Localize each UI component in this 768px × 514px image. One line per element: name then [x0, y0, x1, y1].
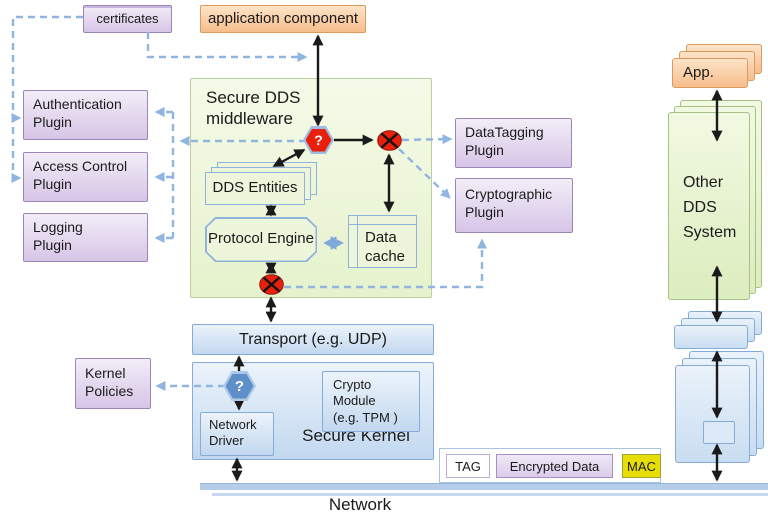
data-cache-label: Data cache	[365, 229, 406, 265]
transport-label: Transport (e.g. UDP)	[239, 330, 387, 348]
network-driver-box: Network Driver	[200, 412, 274, 456]
logging-plugin-box: Logging Plugin	[23, 213, 148, 262]
authentication-plugin-box: Authentication Plugin	[23, 90, 148, 140]
kernel-policies-box: Kernel Policies	[75, 358, 151, 409]
dds-entities-box: DDS Entities	[205, 172, 305, 205]
certificates-label: certificates	[96, 10, 159, 26]
network-label: Network	[328, 495, 392, 514]
app-stack-box: App.	[672, 58, 748, 88]
crypto-module-label: Crypto Module (e.g. TPM )	[333, 377, 398, 425]
logging-plugin-label: Logging Plugin	[33, 219, 83, 253]
packet-legend: TAG Encrypted Data MAC	[439, 448, 661, 483]
app-stack-label: App.	[683, 64, 714, 81]
secure-dds-middleware-label: Secure DDS middleware	[206, 88, 301, 129]
other-network-driver-box	[703, 421, 735, 444]
legend-encrypted-data-box: Encrypted Data	[496, 454, 613, 478]
data-cache-column-line	[357, 216, 358, 267]
dashed-certificates-to-middleware	[146, 32, 308, 63]
network-driver-label: Network Driver	[209, 417, 257, 449]
other-dds-system-label: Other DDS System	[683, 174, 737, 241]
access-control-plugin-box: Access Control Plugin	[23, 152, 148, 202]
data-cache-box: Data cache	[348, 215, 417, 268]
application-component-label: application component	[207, 9, 359, 27]
crypto-module-box: Crypto Module (e.g. TPM )	[322, 371, 420, 432]
other-transport-stack-box	[674, 325, 748, 349]
other-kernel-stack-box	[675, 365, 750, 463]
lower-encrypt-transform-icon	[259, 274, 284, 295]
access-control-plugin-label: Access Control Plugin	[33, 158, 128, 192]
legend-mac-box: MAC	[622, 454, 661, 478]
encrypt-transform-icon	[377, 130, 402, 151]
question-mark-icon: ?	[305, 128, 332, 152]
data-cache-header-line	[349, 224, 416, 225]
authentication-plugin-label: Authentication Plugin	[33, 96, 122, 130]
cryptographic-plugin-label: Cryptographic Plugin	[465, 186, 553, 220]
cryptographic-plugin-box: Cryptographic Plugin	[455, 178, 573, 233]
datatagging-plugin-box: DataTagging Plugin	[455, 118, 572, 168]
network-bus-bar	[200, 483, 768, 490]
kernel-policies-label: Kernel Policies	[85, 365, 134, 399]
application-component-box: application component	[200, 5, 366, 33]
other-dds-system-box: Other DDS System	[668, 112, 750, 300]
legend-tag-box: TAG	[446, 454, 490, 478]
protocol-engine-label: Protocol Engine	[208, 230, 314, 248]
protocol-engine-box: Protocol Engine	[205, 217, 317, 262]
datatagging-plugin-label: DataTagging Plugin	[465, 124, 544, 158]
transport-box: Transport (e.g. UDP)	[192, 324, 434, 355]
dds-entities-label: DDS Entities	[212, 179, 298, 197]
network-bus-bar-shadow	[212, 493, 768, 496]
kernel-question-mark-icon: ?	[225, 373, 254, 399]
certificates-box: certificates	[83, 5, 172, 33]
